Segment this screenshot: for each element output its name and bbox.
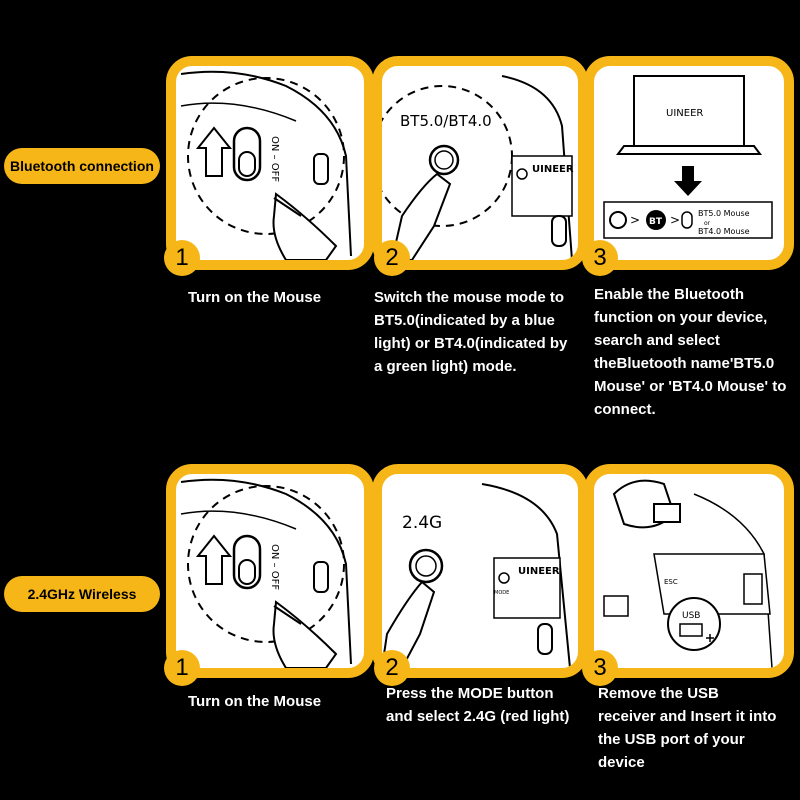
bt-step2-number: 2 bbox=[374, 240, 410, 276]
mouse-switch-illustration-2: ON – OFF bbox=[180, 478, 352, 668]
svg-text:or: or bbox=[704, 220, 711, 227]
bt5-device-name: BT5.0 Mouse bbox=[698, 209, 750, 218]
wireless-section-label: 2.4GHz Wireless bbox=[4, 576, 160, 612]
switch-label-2: ON – OFF bbox=[269, 544, 280, 590]
usb-insert-illustration: ESC USB bbox=[603, 479, 773, 668]
bt-step1-panel: ON – OFF bbox=[166, 56, 374, 270]
mode-label: BT5.0/BT4.0 bbox=[400, 112, 492, 130]
usb-label: USB bbox=[682, 611, 700, 621]
mouse-switch-illustration: ON – OFF bbox=[180, 70, 352, 260]
usb-icon bbox=[706, 634, 714, 642]
bt4-device-name: BT4.0 Mouse bbox=[698, 227, 750, 236]
svg-text:UINEER: UINEER bbox=[532, 164, 574, 175]
svg-text:>: > bbox=[630, 213, 640, 227]
bluetooth-pairing-illustration: UINEER > BT > BT5.0 Mouse or BT4.0 Mouse bbox=[603, 75, 773, 239]
mode-button-illustration-2: 2.4G UINEER MODE bbox=[382, 483, 571, 668]
bt-step3-caption: Enable the Bluetooth function on your de… bbox=[594, 286, 787, 418]
bt-step2-panel: BT5.0/BT4.0 UINEER bbox=[372, 56, 588, 270]
bluetooth-icon bbox=[646, 210, 666, 230]
wireless-step1-caption: Turn on the Mouse bbox=[188, 693, 322, 710]
bt-step1-number: 1 bbox=[164, 240, 200, 276]
svg-text:MODE: MODE bbox=[494, 590, 509, 596]
mode-button-illustration: BT5.0/BT4.0 UINEER bbox=[382, 75, 574, 260]
switch-label: ON – OFF bbox=[269, 136, 280, 182]
bluetooth-section-label: Bluetooth connection bbox=[4, 148, 160, 184]
svg-text:UINEER: UINEER bbox=[518, 566, 560, 577]
mouse-icon bbox=[681, 211, 693, 229]
wireless-step3-panel: ESC USB bbox=[584, 464, 794, 678]
wireless-step1-panel: ON – OFF bbox=[166, 464, 374, 678]
bt-step3-panel: UINEER > BT > BT5.0 Mouse or BT4.0 Mouse bbox=[584, 56, 794, 270]
wireless-step2-number: 2 bbox=[374, 650, 410, 686]
gear-icon bbox=[609, 211, 627, 229]
wireless-step1-number: 1 bbox=[164, 650, 200, 686]
svg-text:>: > bbox=[670, 213, 680, 227]
mode-label-2: 2.4G bbox=[402, 513, 442, 533]
wireless-step2-panel: 2.4G UINEER MODE bbox=[372, 464, 588, 678]
svg-text:ESC: ESC bbox=[664, 578, 678, 586]
laptop-screen-text: UINEER bbox=[666, 108, 703, 119]
bt-step2-caption: Switch the mouse mode to BT5.0(indicated… bbox=[374, 289, 568, 375]
wireless-step2-caption: Press the MODE button and select 2.4G (r… bbox=[386, 685, 570, 725]
svg-text:BT: BT bbox=[649, 217, 663, 227]
bt-step1-caption: Turn on the Mouse bbox=[188, 289, 322, 306]
wireless-step3-caption: Remove the USB receiver and Insert it in… bbox=[598, 685, 777, 771]
bt-step3-number: 3 bbox=[582, 240, 618, 276]
wireless-step3-number: 3 bbox=[582, 650, 618, 686]
